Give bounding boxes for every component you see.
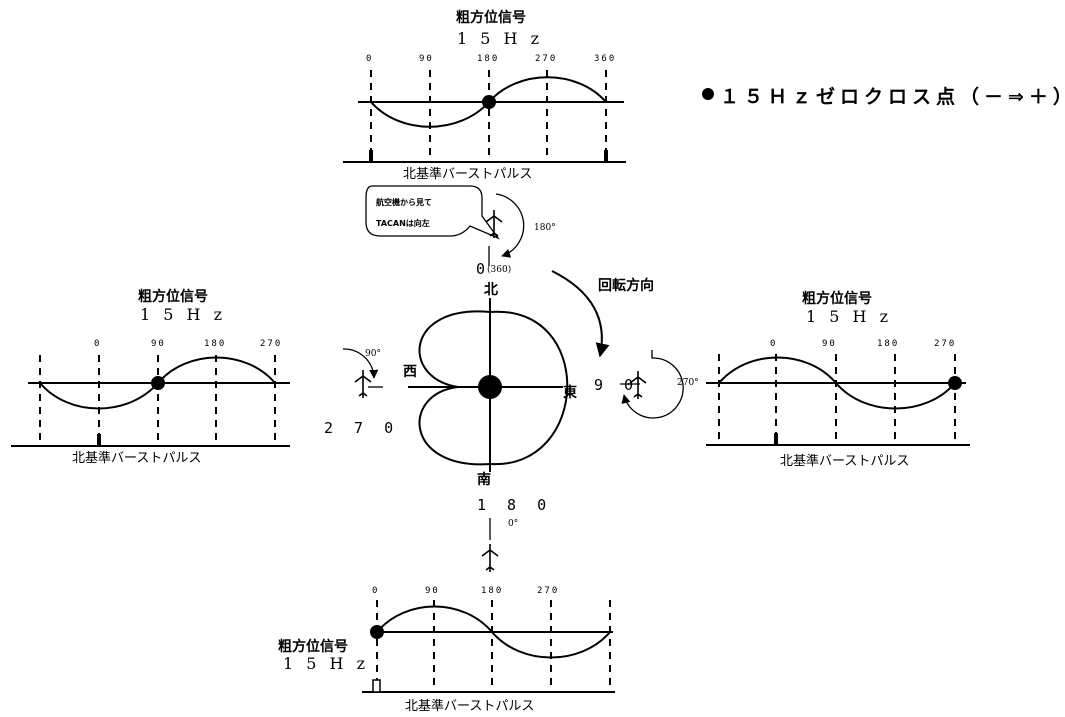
tick-label: 180 (481, 586, 503, 596)
panel-left-title: 粗方位信号 (138, 288, 208, 305)
zero-cross-dot (370, 625, 384, 639)
zero-cross-dot (948, 376, 962, 390)
tick-label: 270 (537, 586, 559, 596)
north-burst-pulse (604, 150, 608, 162)
north-burst-pulse (97, 434, 101, 446)
legend-label: １５Ｈｚゼロクロス点（－⇒＋） (720, 85, 1065, 108)
panel-bottom-title: 粗方位信号 (278, 638, 348, 655)
pulse-label: 北基準バーストパルス (780, 453, 909, 469)
tick-label: 270 (535, 54, 557, 64)
panel-top-title: 粗方位信号 (456, 9, 526, 26)
tick-label: 90 (151, 339, 166, 349)
panel-right: 粗方位信号 1 5 H z 0 90 180 270 北基準バーストパルス (706, 290, 970, 469)
degree-label: 180° (534, 223, 556, 233)
antenna-pattern (408, 298, 569, 472)
tick-label: 0 (94, 339, 101, 349)
bubble-line1: 航空機から見て (376, 197, 432, 207)
tick-label: 360 (594, 54, 616, 64)
dir-west: 西 (403, 364, 417, 380)
tick-label: 0 (366, 54, 373, 64)
rotation-label: 回転方向 (598, 277, 654, 294)
sine-wave (376, 605, 611, 659)
bearing-bottom: 1 8 0 (477, 496, 552, 514)
degree-label: 90° (365, 349, 381, 359)
panel-bottom-freq: 1 5 H z (283, 654, 369, 673)
panel-right-title: 粗方位信号 (802, 290, 872, 307)
tick-label: 180 (877, 339, 899, 349)
zero-cross-dot (482, 95, 496, 109)
tick-label: 90 (419, 54, 434, 64)
pulse-label: 北基準バーストパルス (405, 698, 534, 714)
bearing-left: 2 7 0 (324, 419, 399, 437)
rotation-arrow (551, 270, 610, 358)
tick-label: 270 (260, 339, 282, 349)
heading-arc (342, 348, 379, 379)
north-burst-pulse (372, 679, 381, 693)
tick-label: 180 (204, 339, 226, 349)
dir-north: 北 (484, 282, 498, 298)
tick-label: 0 (770, 339, 777, 349)
degree-label: 270° (677, 378, 699, 388)
legend-dot (702, 88, 714, 100)
tick-label: 180 (477, 54, 499, 64)
aircraft-icon (354, 369, 372, 399)
sine-wave (718, 356, 956, 410)
north-burst-pulse (774, 433, 778, 445)
pulse-label: 北基準バーストパルス (72, 450, 201, 466)
panel-right-freq: 1 5 H z (806, 307, 892, 326)
tick-label: 0 (372, 586, 379, 596)
bearing-top: 0 (476, 260, 491, 278)
dir-south: 南 (477, 471, 491, 488)
tick-label: 270 (934, 339, 956, 349)
north-burst-pulse (369, 150, 373, 162)
degree-label: 0° (508, 519, 518, 529)
panel-left-freq: 1 5 H z (140, 305, 226, 324)
panel-top-freq: 1 5 H z (457, 29, 543, 48)
speech-bubble: 航空機から見て TACANは向左 (365, 185, 500, 240)
panel-left: 粗方位信号 1 5 H z 0 90 180 270 北基準バーストパルス (11, 288, 290, 466)
tick-label: 90 (822, 339, 837, 349)
bearing-right: 9 0 (594, 376, 639, 394)
heading-arc (621, 350, 684, 419)
panel-top: 粗方位信号 1 5 H z 0 90 180 270 360 北基準バーストパル… (343, 9, 626, 182)
heading-arc (495, 193, 525, 258)
bearing-top-paren: (360) (487, 264, 511, 275)
pulse-label: 北基準バーストパルス (403, 166, 532, 182)
panel-bottom: 粗方位信号 1 5 H z 0 90 180 270 北基準バーストパルス (278, 586, 615, 714)
bubble-line2: TACANは向左 (376, 218, 430, 228)
tick-label: 90 (425, 586, 440, 596)
zero-cross-dot (151, 376, 165, 390)
aircraft-icon (481, 543, 499, 573)
dir-east: 東 (563, 384, 577, 401)
